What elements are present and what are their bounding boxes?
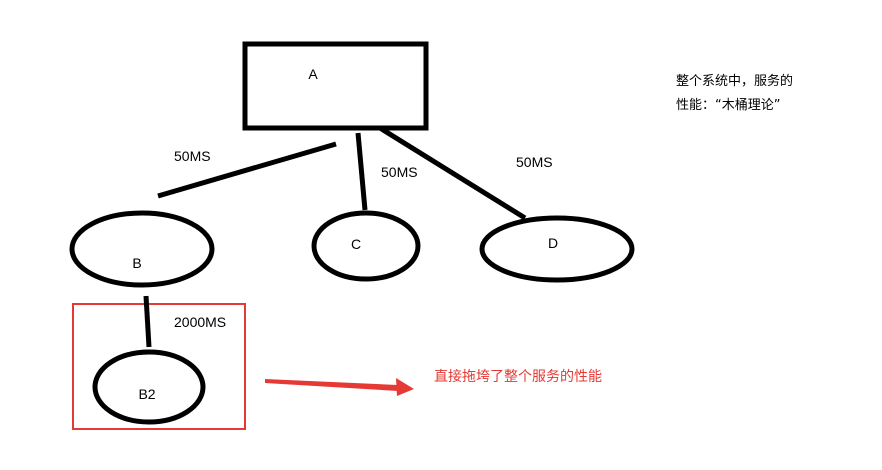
node-b-ellipse [69,210,215,288]
node-d-label: D [548,235,558,251]
edge-a-d-label: 50MS [516,154,553,170]
red-arrow [265,378,414,396]
node-b2-ellipse [92,349,206,425]
node-a-box [242,41,429,131]
note-line-2: 性能：“木桶理论” [676,98,780,113]
node-c-label: C [351,236,361,252]
edge-b-b2 [143,295,152,348]
node-a-label: A [308,66,318,82]
red-arrow-head [396,378,414,396]
edge-b-b2-label: 2000MS [174,314,226,330]
edge-a-c [355,132,368,211]
node-b2-label: B2 [138,386,155,402]
node-c-ellipse [311,210,421,282]
edge-a-b-label: 50MS [174,148,211,164]
bottleneck-highlight-box [72,303,246,430]
bottleneck-annotation: 直接拖垮了整个服务的性能 [434,368,602,385]
edge-a-b [157,141,337,199]
red-arrow-shaft [265,379,398,391]
note-line-1: 整个系统中，服务的 [676,73,793,89]
edge-a-d [378,125,527,221]
node-b-label: B [132,255,141,271]
node-d-ellipse [479,215,635,283]
edge-a-c-label: 50MS [381,164,418,180]
